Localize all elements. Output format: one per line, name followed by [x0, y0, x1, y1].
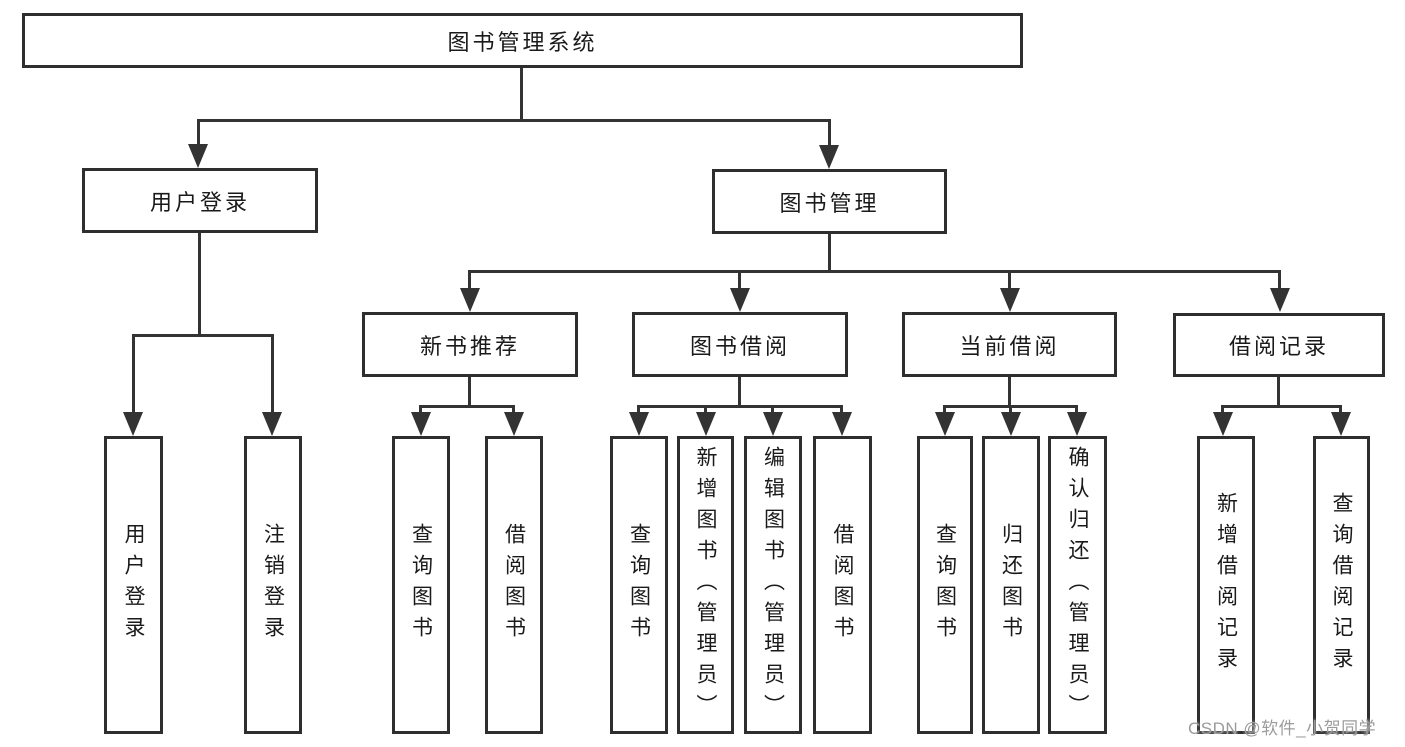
connector-v-line — [943, 405, 946, 413]
arrowhead-down-icon — [1000, 288, 1020, 312]
node-user-login: 用户登录 — [82, 168, 318, 233]
node-user-login-label: 用户登录 — [149, 189, 250, 215]
node-current-borrow: 当前借阅 — [902, 312, 1117, 377]
connector-v-line — [1009, 405, 1012, 413]
arrowhead-down-icon — [763, 412, 783, 436]
connector-v-line — [468, 377, 471, 408]
arrowhead-down-icon — [696, 412, 716, 436]
leaf-query-books-1-label: 查询图书 — [409, 523, 433, 647]
connector-h-line — [132, 334, 274, 337]
leaf-logout: 注销登录 — [244, 436, 302, 734]
leaf-add-borrow-record: 新增借阅记录 — [1197, 436, 1255, 734]
leaf-add-books-admin: 新增图书（管理员） — [677, 436, 734, 734]
arrowhead-down-icon — [935, 412, 955, 436]
arrowhead-down-icon — [1001, 412, 1021, 436]
connector-v-line — [1278, 270, 1281, 289]
leaf-borrow-books-1-label: 借阅图书 — [502, 523, 526, 647]
leaf-confirm-return-admin: 确认归还（管理员） — [1048, 436, 1107, 734]
arrowhead-down-icon — [832, 412, 852, 436]
node-current-borrow-label: 当前借阅 — [959, 333, 1060, 359]
arrowhead-down-icon — [188, 144, 208, 168]
connector-h-line — [1221, 405, 1342, 408]
arrowhead-down-icon — [123, 412, 143, 436]
leaf-confirm-return-admin-label: 确认归还（管理员） — [1066, 445, 1089, 725]
leaf-return-books-label: 归还图书 — [999, 523, 1023, 647]
connector-v-line — [271, 334, 274, 413]
node-book-management: 图书管理 — [712, 169, 947, 234]
arrowhead-down-icon — [1067, 412, 1087, 436]
leaf-add-borrow-record-label: 新增借阅记录 — [1214, 492, 1238, 678]
connector-v-line — [840, 405, 843, 413]
connector-v-line — [419, 405, 422, 413]
leaf-query-books-3-label: 查询图书 — [933, 523, 957, 647]
leaf-borrow-books-2-label: 借阅图书 — [831, 523, 854, 647]
arrowhead-down-icon — [460, 288, 480, 312]
leaf-user-login-label: 用户登录 — [122, 523, 145, 647]
connector-h-line — [419, 405, 515, 408]
connector-v-line — [828, 234, 831, 273]
connector-v-line — [468, 270, 471, 289]
node-book-borrow-label: 图书借阅 — [689, 333, 790, 359]
node-new-book-recommend-label: 新书推荐 — [419, 333, 520, 359]
connector-v-line — [738, 377, 741, 408]
connector-v-line — [1221, 405, 1224, 413]
leaf-add-books-admin-label: 新增图书（管理员） — [694, 445, 717, 725]
connector-v-line — [828, 119, 831, 146]
connector-h-line — [468, 270, 1281, 273]
connector-v-line — [1008, 377, 1011, 408]
leaf-query-borrow-record: 查询借阅记录 — [1313, 436, 1370, 734]
arrowhead-down-icon — [411, 412, 431, 436]
node-book-borrow: 图书借阅 — [632, 312, 848, 377]
node-borrow-records-label: 借阅记录 — [1228, 334, 1329, 359]
connector-v-line — [704, 405, 707, 413]
arrowhead-down-icon — [262, 412, 282, 436]
arrowhead-down-icon — [1331, 412, 1351, 436]
leaf-query-borrow-record-label: 查询借阅记录 — [1330, 492, 1353, 678]
leaf-edit-books-admin: 编辑图书（管理员） — [744, 436, 802, 734]
leaf-edit-books-admin-label: 编辑图书（管理员） — [761, 445, 785, 725]
leaf-query-books-3: 查询图书 — [917, 436, 973, 734]
arrowhead-down-icon — [504, 412, 524, 436]
connector-v-line — [1277, 377, 1280, 408]
connector-v-line — [512, 405, 515, 413]
connector-h-line — [637, 405, 843, 408]
csdn-watermark: CSDN @软件_小贺同学 — [1188, 719, 1377, 738]
node-root: 图书管理系统 — [22, 13, 1023, 68]
connector-v-line — [637, 405, 640, 413]
leaf-borrow-books-1: 借阅图书 — [485, 436, 543, 734]
connector-v-line — [132, 334, 135, 413]
connector-v-line — [771, 405, 774, 413]
leaf-logout-label: 注销登录 — [261, 523, 285, 647]
node-new-book-recommend: 新书推荐 — [362, 312, 578, 377]
connector-v-line — [738, 270, 741, 289]
connector-v-line — [1075, 405, 1078, 413]
leaf-query-books-2: 查询图书 — [610, 436, 668, 734]
connector-v-line — [198, 233, 201, 337]
node-book-management-label: 图书管理 — [779, 190, 880, 216]
leaf-query-books-2-label: 查询图书 — [627, 523, 651, 647]
arrowhead-down-icon — [1270, 288, 1290, 312]
leaf-user-login: 用户登录 — [104, 436, 163, 734]
connector-v-line — [1339, 405, 1342, 413]
leaf-return-books: 归还图书 — [982, 436, 1040, 734]
leaf-borrow-books-2: 借阅图书 — [813, 436, 872, 734]
arrowhead-down-icon — [819, 145, 839, 169]
arrowhead-down-icon — [1213, 412, 1233, 436]
connector-v-line — [1008, 270, 1011, 289]
arrowhead-down-icon — [730, 288, 750, 312]
connector-v-line — [520, 68, 523, 122]
connector-h-line — [197, 119, 831, 122]
leaf-query-books-1: 查询图书 — [392, 436, 450, 734]
connector-v-line — [197, 119, 200, 145]
node-borrow-records: 借阅记录 — [1173, 313, 1385, 377]
node-root-label: 图书管理系统 — [447, 29, 598, 55]
arrowhead-down-icon — [629, 412, 649, 436]
